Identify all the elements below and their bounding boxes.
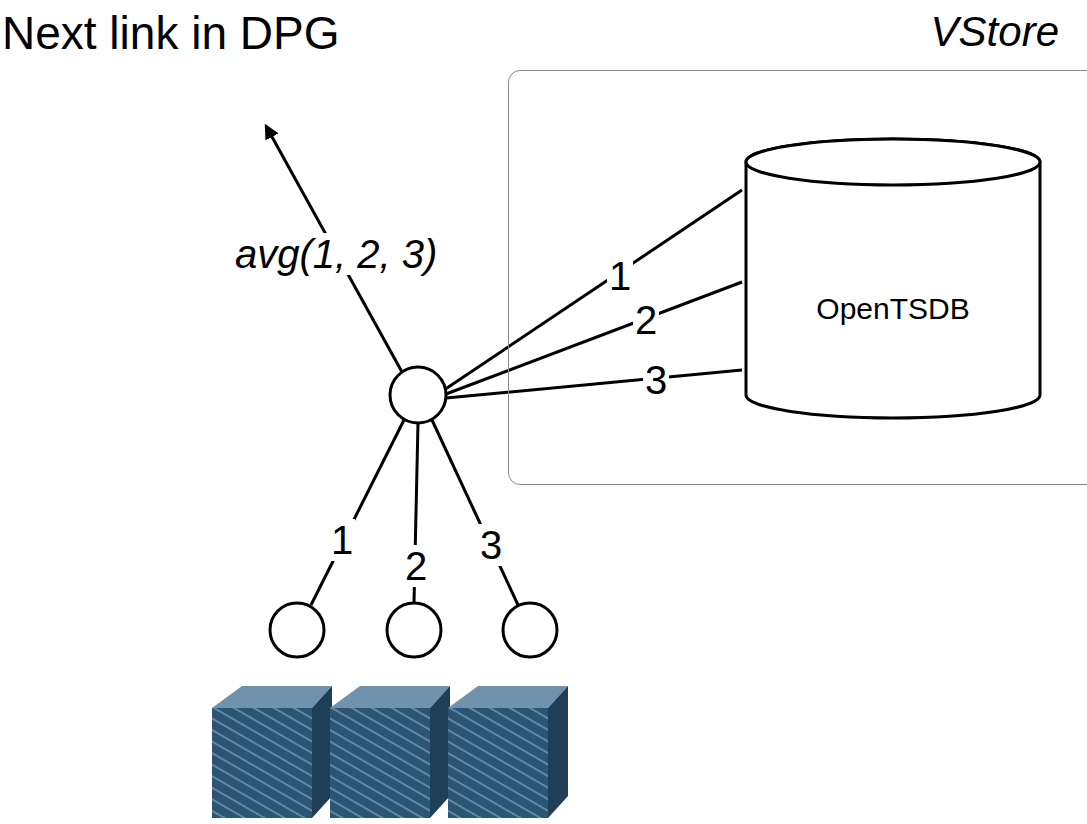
- callout-number: 2: [403, 545, 429, 587]
- callout-number: 3: [478, 524, 504, 566]
- callout-number: 3: [643, 359, 669, 401]
- sensor-circle: [270, 603, 324, 657]
- hub-circle: [390, 367, 446, 423]
- server-icons: [212, 686, 568, 818]
- database-cylinder: OpenTSDB: [743, 136, 1043, 421]
- store-line: [446, 282, 742, 394]
- sensor-line: [432, 420, 518, 605]
- sensor-circle: [387, 603, 441, 657]
- callout-number: 1: [607, 255, 633, 297]
- database-label: OpenTSDB: [816, 294, 969, 324]
- store-region: VStoreOpenTSDB: [508, 70, 1087, 485]
- sensor-line: [311, 420, 404, 605]
- edge-function-label: avg(1, 2, 3): [233, 233, 439, 275]
- callout-number: 1: [329, 519, 355, 561]
- callout-number: 2: [633, 299, 659, 341]
- sensor-circle: [503, 603, 557, 657]
- store-line: [446, 370, 742, 398]
- cylinder-outline: [743, 136, 1043, 421]
- store-line: [444, 190, 742, 390]
- region-title: VStore: [931, 11, 1059, 53]
- diagram-heading: Next link in DPG: [2, 10, 339, 56]
